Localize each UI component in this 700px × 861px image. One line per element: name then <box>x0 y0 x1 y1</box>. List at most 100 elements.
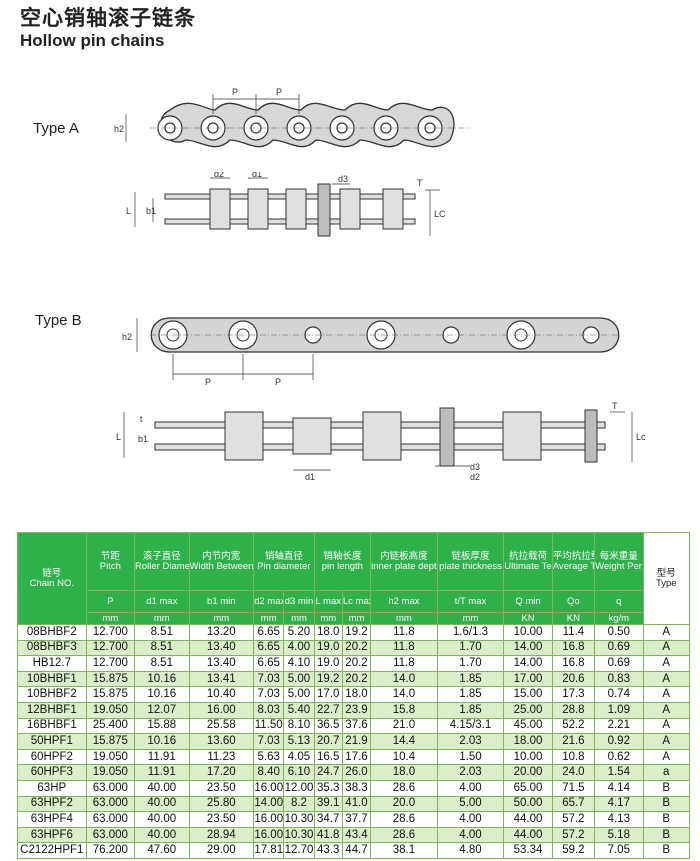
page-title-chinese: 空心销轴滚子链条 <box>20 7 196 30</box>
table-cell: 7.05 <box>594 842 644 859</box>
table-cell: 10.4 <box>370 748 438 766</box>
table-cell: 76.200 <box>85 842 136 859</box>
table-cell: 8.03 <box>253 701 285 719</box>
table-cell: 1.6/1.3 <box>436 624 505 641</box>
table-cell: 63.000 <box>85 811 136 828</box>
table-cell: B <box>642 826 690 844</box>
table-cell: 13.40 <box>188 639 255 657</box>
table-cell: 10BHBF1 <box>17 670 87 688</box>
type-b-d3-label: d3 <box>470 462 480 472</box>
table-cell: 57.2 <box>551 826 596 844</box>
table-cell: B <box>642 795 690 813</box>
sym-q-weight: q <box>594 590 644 613</box>
table-cell: 14.0 <box>370 686 438 703</box>
sym-d2: d2 max <box>253 590 285 613</box>
table-cell: 16.5 <box>313 748 343 766</box>
table-cell: 4.00 <box>436 779 505 797</box>
table-cell: 1.54 <box>594 764 644 781</box>
table-cell: 8.51 <box>134 624 190 641</box>
table-cell: 11.8 <box>370 624 438 641</box>
type-b-h2-label: h2 <box>122 332 132 342</box>
table-cell: 12BHBF1 <box>17 701 87 719</box>
table-cell: 10.30 <box>283 811 315 828</box>
table-cell: 10.00 <box>503 748 553 766</box>
table-cell: 25.58 <box>188 717 255 735</box>
table-cell: 19.050 <box>85 764 136 781</box>
table-cell: 8.10 <box>283 717 315 735</box>
table-cell: 5.00 <box>436 795 505 813</box>
table-cell: 21.6 <box>551 733 596 750</box>
table-cell: 6.10 <box>283 764 315 781</box>
table-cell: 11.50 <box>253 717 285 735</box>
table-cell: 44.00 <box>503 811 553 828</box>
table-cell: 23.9 <box>341 701 372 719</box>
type-a-t-label: T <box>417 178 423 188</box>
table-cell: 50.00 <box>503 795 553 813</box>
table-cell: 16.00 <box>188 701 255 719</box>
table-cell: 1.50 <box>436 748 505 766</box>
table-cell: 16.8 <box>551 639 596 657</box>
table-cell: 15.875 <box>85 733 136 750</box>
table-cell: 17.00 <box>503 670 553 688</box>
table-cell: 4.13 <box>594 811 644 828</box>
table-cell: 13.60 <box>188 733 255 750</box>
table-cell: 11.91 <box>134 764 190 781</box>
table-cell: 20.2 <box>341 639 372 657</box>
table-cell: 12.700 <box>85 655 136 672</box>
type-a-side-view-diagram: P P h2 <box>114 87 470 148</box>
table-cell: A <box>642 701 690 719</box>
table-cell: A <box>642 624 690 641</box>
table-cell: 10.16 <box>134 686 190 703</box>
table-cell: 18.0 <box>341 686 372 703</box>
table-cell: 26.0 <box>341 764 372 781</box>
table-cell: 16.00 <box>253 811 285 828</box>
table-cell: A <box>642 748 690 766</box>
table-cell: A <box>642 717 690 735</box>
type-a-l-label: L <box>126 206 131 216</box>
table-cell: 17.20 <box>188 764 255 781</box>
table-cell: 15.00 <box>503 686 553 703</box>
table-cell: 14.00 <box>503 655 553 672</box>
table-cell: 0.69 <box>594 639 644 657</box>
table-cell: 5.20 <box>283 624 315 641</box>
table-cell: 20.0 <box>370 795 438 813</box>
table-cell: 10.16 <box>134 670 190 688</box>
table-cell: 41.0 <box>341 795 372 813</box>
table-cell: 4.00 <box>436 826 505 844</box>
table-cell: 63HPF4 <box>17 811 87 828</box>
table-cell: 52.2 <box>551 717 596 735</box>
table-cell: 16.00 <box>253 826 285 844</box>
table-cell: 50HPF1 <box>17 733 87 750</box>
table-cell: 2.21 <box>594 717 644 735</box>
sym-qo: Qo <box>551 590 596 613</box>
type-a-label: Type A <box>33 120 79 137</box>
table-cell: 20.2 <box>341 670 372 688</box>
table-cell: 71.5 <box>551 779 596 797</box>
table-cell: 63.000 <box>85 826 136 844</box>
table-cell: 8.2 <box>283 795 315 813</box>
table-cell: 40.00 <box>134 795 190 813</box>
table-cell: 4.80 <box>436 842 505 859</box>
table-cell: 60HPF2 <box>17 748 87 766</box>
table-cell: 47.60 <box>134 842 190 859</box>
table-cell: 65.00 <box>503 779 553 797</box>
table-cell: 15.875 <box>85 686 136 703</box>
table-cell: 10BHBF2 <box>17 686 87 703</box>
sym-l: L max <box>313 590 343 613</box>
table-cell: 10.8 <box>551 748 596 766</box>
table-cell: 19.2 <box>341 624 372 641</box>
table-cell: B <box>642 842 690 859</box>
type-a-b1-label: b1 <box>146 206 156 216</box>
